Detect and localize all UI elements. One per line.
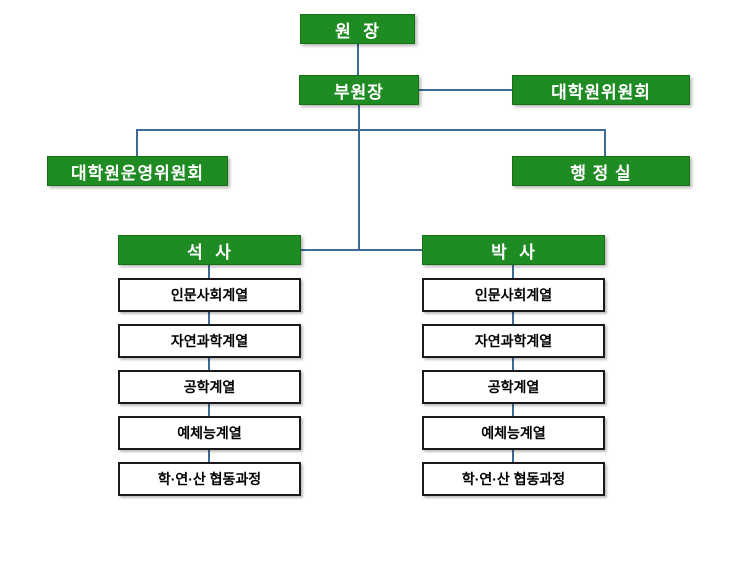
masters-track-node: 자연과학계열 — [118, 324, 301, 358]
node-doctoral: 박 사 — [422, 235, 605, 265]
masters-track-node: 학·연·산 협동과정 — [118, 462, 301, 496]
doctoral-track-node: 공학계열 — [422, 370, 605, 404]
connector-vice-graduate-committee — [419, 89, 512, 91]
masters-track-node: 인문사회계열 — [118, 278, 301, 312]
connector-director-vice — [357, 44, 359, 75]
connector-masters-track-0 — [208, 265, 210, 278]
connector-drop-operating-committee — [136, 129, 138, 156]
masters-track-node: 공학계열 — [118, 370, 301, 404]
connector-doctoral-track-1 — [512, 312, 514, 324]
connector-distribution-bar — [136, 129, 606, 131]
connector-doctoral-track-4 — [512, 450, 514, 462]
connector-doctoral-track-2 — [512, 358, 514, 370]
node-admin-office: 행 정 실 — [512, 156, 690, 186]
connector-masters-track-1 — [208, 312, 210, 324]
connector-doctoral-track-0 — [512, 265, 514, 278]
connector-masters-track-4 — [208, 450, 210, 462]
connector-masters-doctoral — [301, 249, 422, 251]
node-director: 원 장 — [300, 14, 415, 44]
connector-doctoral-track-3 — [512, 404, 514, 416]
connector-masters-track-2 — [208, 358, 210, 370]
doctoral-track-node: 자연과학계열 — [422, 324, 605, 358]
connector-drop-admin-office — [604, 129, 606, 156]
node-masters: 석 사 — [118, 235, 301, 265]
node-vice-director: 부원장 — [299, 75, 419, 105]
connector-masters-track-3 — [208, 404, 210, 416]
connector-central-trunk — [358, 105, 360, 251]
masters-track-node: 예체능계열 — [118, 416, 301, 450]
doctoral-track-node: 예체능계열 — [422, 416, 605, 450]
node-operating-committee: 대학원운영위원회 — [47, 156, 228, 186]
doctoral-track-node: 학·연·산 협동과정 — [422, 462, 605, 496]
node-graduate-committee: 대학원위원회 — [512, 75, 690, 105]
doctoral-track-node: 인문사회계열 — [422, 278, 605, 312]
